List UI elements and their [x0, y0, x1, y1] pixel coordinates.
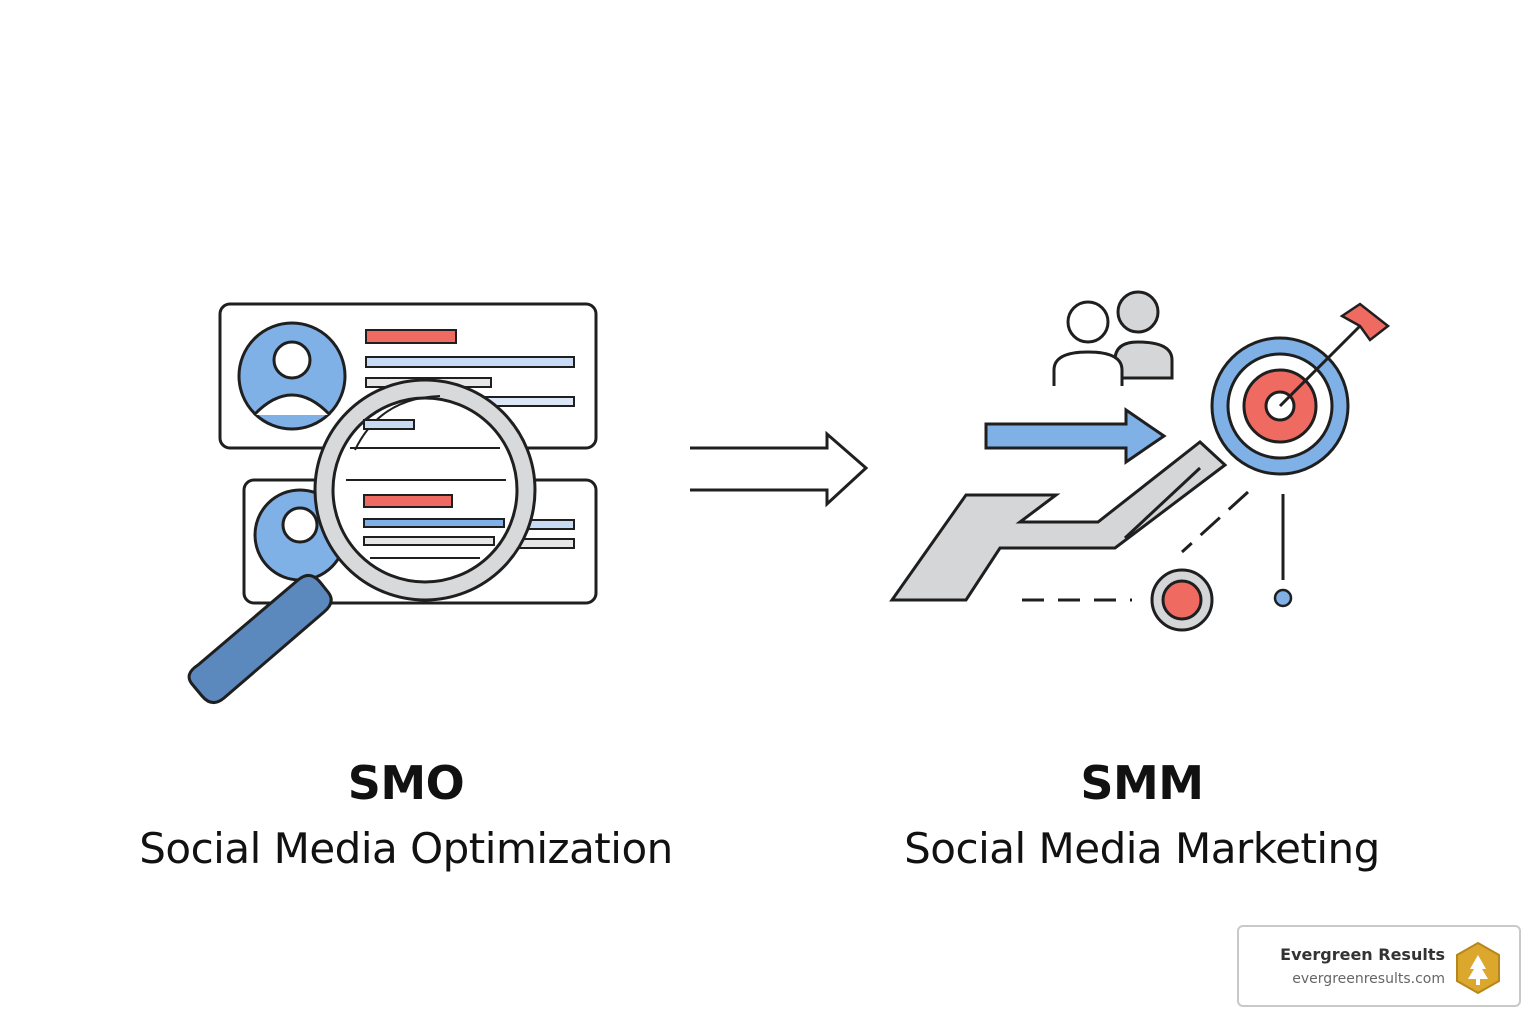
- smo-subtitle: Social Media Optimization: [139, 824, 673, 873]
- magnifying-glass-icon: [187, 378, 537, 704]
- brand-url: evergreenresults.com: [1292, 971, 1445, 987]
- brand-name: Evergreen Results: [1280, 945, 1445, 964]
- target-icon: [1210, 336, 1350, 608]
- evergreen-logo-icon: [1456, 941, 1500, 995]
- smm-caption: SMM Social Media Marketing: [860, 760, 1424, 870]
- smo-illustration: [187, 302, 598, 704]
- smo-title: SMO: [347, 756, 465, 810]
- double-arrow-icon: [690, 430, 869, 508]
- blue-arrow-icon: [984, 407, 1167, 465]
- smm-title: SMM: [1080, 756, 1204, 810]
- smm-illustration: [889, 290, 1391, 632]
- people-icon: [1052, 290, 1174, 386]
- smm-subtitle: Social Media Marketing: [904, 824, 1380, 873]
- path-arrow-icon: [889, 440, 1250, 632]
- dart-icon: [1278, 302, 1391, 408]
- brand-badge: Evergreen Results evergreenresults.com: [1237, 925, 1521, 1007]
- smo-caption: SMO Social Media Optimization: [100, 760, 712, 870]
